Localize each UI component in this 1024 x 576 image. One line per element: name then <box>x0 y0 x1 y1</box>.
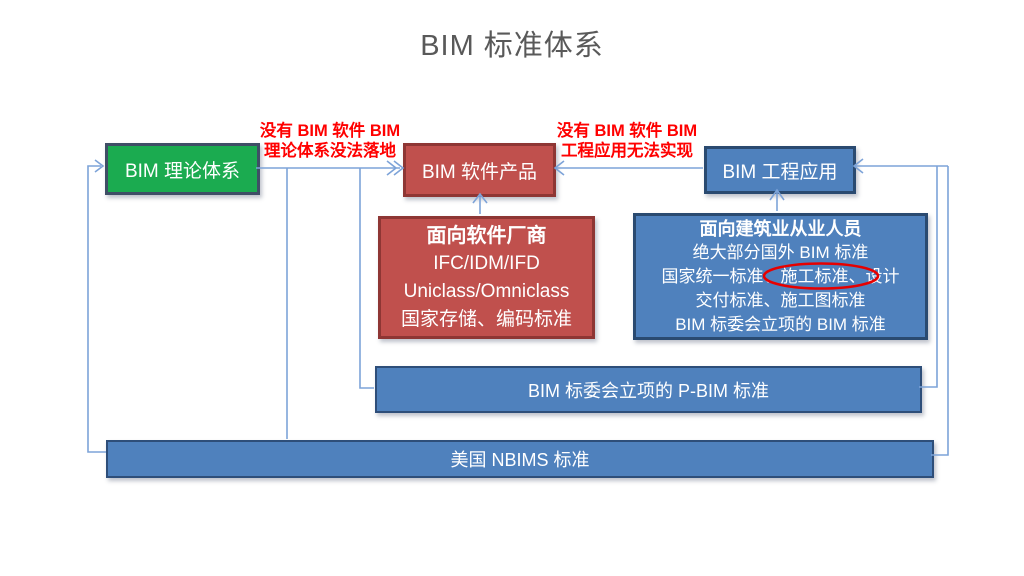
software-vendor-box: 面向软件厂商 IFC/IDM/IFD Uniclass/Omniclass 国家… <box>378 216 595 339</box>
practitioner-line: 交付标准、施工图标准 <box>695 290 866 310</box>
connector-nbims-to-application <box>931 166 949 456</box>
software-product-box: BIM 软件产品 <box>403 143 556 197</box>
engineering-application-label: BIM 工程应用 <box>722 161 838 183</box>
warning-left-line2: 理论体系没法落地 <box>264 142 396 160</box>
practitioner-line: 国家统一标准、施工标准、设计 <box>661 266 900 286</box>
connector-nbims-to-theory <box>87 165 106 453</box>
pbim-standard-label: BIM 标委会立项的 P-BIM 标准 <box>527 380 769 401</box>
vendor-line: IFC/IDM/IFD <box>433 252 540 274</box>
warning-right-line2: 工程应用无法实现 <box>561 142 693 160</box>
nbims-standard-bar: 美国 NBIMS 标准 <box>106 440 934 478</box>
arrowhead-double-chevron-icon <box>393 160 405 176</box>
connector-drop-to-pbim <box>359 168 374 389</box>
practitioner-heading: 面向建筑业从业人员 <box>699 218 862 239</box>
page-title: BIM 标准体系 <box>420 30 604 62</box>
warning-right: 没有 BIM 软件 BIM 工程应用无法实现 <box>552 121 702 161</box>
warning-left: 没有 BIM 软件 BIM 理论体系没法落地 <box>255 121 405 161</box>
practitioner-line: 绝大部分国外 BIM 标准 <box>692 242 869 262</box>
vendor-heading: 面向软件厂商 <box>426 224 547 247</box>
practitioner-box: 面向建筑业从业人员 绝大部分国外 BIM 标准 国家统一标准、施工标准、设计 交… <box>633 213 928 340</box>
arrowhead-into-software-icon <box>553 160 565 176</box>
pbim-standard-bar: BIM 标委会立项的 P-BIM 标准 <box>375 366 922 413</box>
vendor-line: Uniclass/Omniclass <box>403 280 570 302</box>
warning-right-line1: 没有 BIM 软件 BIM <box>556 122 698 140</box>
vendor-line: 国家存储、编码标准 <box>400 308 572 330</box>
arrowhead-into-theory-icon <box>94 159 105 173</box>
practitioner-line: BIM 标委会立项的 BIM 标准 <box>675 314 886 334</box>
theory-box: BIM 理论体系 <box>105 143 260 195</box>
software-product-label: BIM 软件产品 <box>421 161 538 183</box>
engineering-application-box: BIM 工程应用 <box>704 146 856 194</box>
arrowhead-double-chevron-icon <box>386 160 398 176</box>
nbims-standard-label: 美国 NBIMS 标准 <box>450 450 590 470</box>
warning-left-line1: 没有 BIM 软件 BIM <box>259 122 401 140</box>
theory-box-label: BIM 理论体系 <box>124 160 241 182</box>
